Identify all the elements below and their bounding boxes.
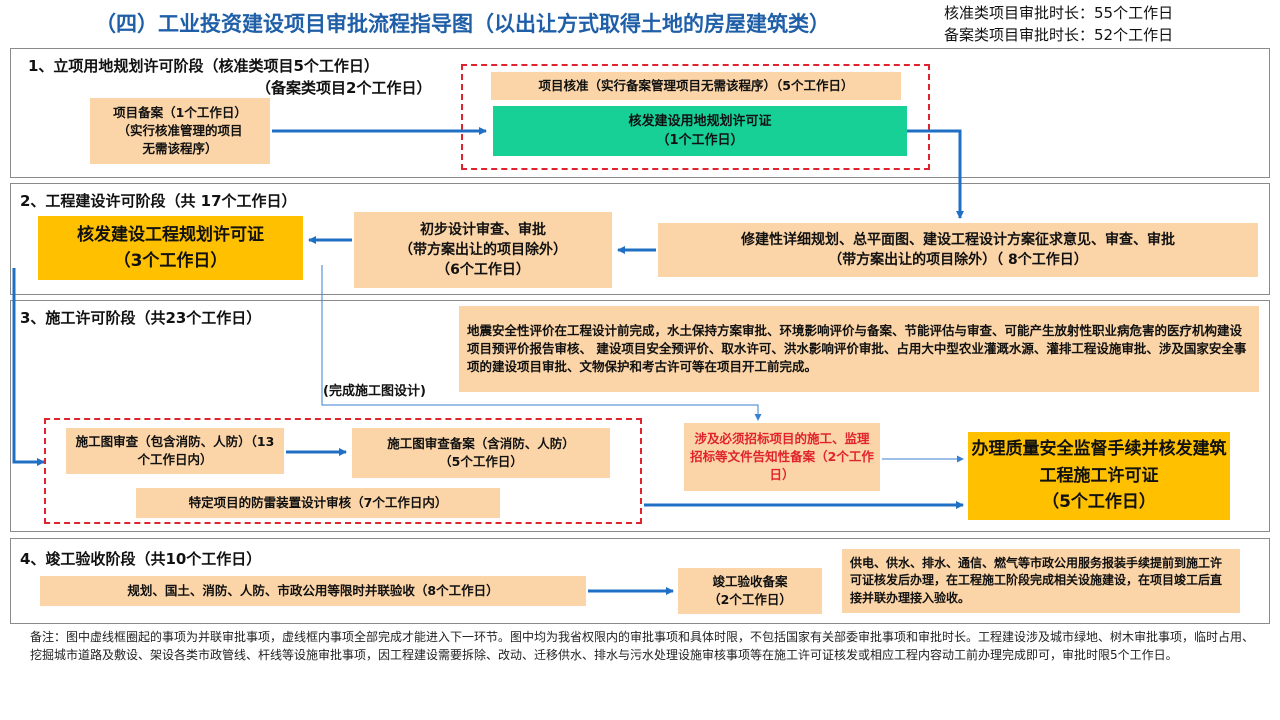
stage2-label: 2、工程建设许可阶段（共 17个工作日） [20,192,297,210]
project-filing-box: 项目备案（1个工作日） （实行核准管理的项目 无需该程序） [90,98,270,164]
drawing-review-filing-box: 施工图审查备案（含消防、人防） （5个工作日） [352,428,610,478]
bidding-filing-box: 涉及必须招标项目的施工、监理招标等文件告知性备案（2个工作日） [684,423,880,491]
drawing-review-box: 施工图审查（包含消防、人防）（13个工作日内） [66,428,284,474]
footnote: 备注：图中虚线框圈起的事项为并联审批事项，虚线框内事项全部完成才能进入下一环节。… [30,630,1255,662]
page-title: （四）工业投资建设项目审批流程指导图（以出让方式取得土地的房屋建筑类） [95,12,830,36]
arrow-land-permit-to-detailed-plan [907,129,964,219]
project-approval-box: 项目核准（实行备案管理项目无需该程序）（5个工作日） [491,72,901,100]
parallel-assessments-box: 地震安全性评价在工程设计前完成，水土保持方案审批、环境影响评价与备案、节能评估与… [459,306,1259,392]
utilities-connection-box: 供电、供水、排水、通信、燃气等市政公用服务报装手续提前到施工许可证核发后办理，在… [842,549,1240,613]
stage3-label: 3、施工许可阶段（共23个工作日） [20,309,262,327]
stage1-label: 1、立项用地规划许可阶段（核准类项目5个工作日） [28,57,379,75]
filing-duration: 备案类项目审批时长：52个工作日 [944,26,1174,44]
stage1-parallel-group [461,64,930,170]
planning-permit-box: 核发建设工程规划许可证 （3个工作日） [38,216,303,280]
arrow-planning-permit-to-drawing-review [12,268,45,466]
joint-acceptance-box: 规划、国土、消防、人防、市政公用等限时并联验收（8个工作日） [40,576,586,606]
drawing-design-label: (完成施工图设计) [323,384,426,399]
stage1-sublabel: （备案类项目2个工作日） [256,79,432,97]
land-planning-permit-box: 核发建设用地规划许可证 （1个工作日） [493,106,907,156]
approval-duration: 核准类项目审批时长：55个工作日 [944,4,1174,22]
construction-permit-box: 办理质量安全监督手续并核发建筑工程施工许可证 （5个工作日） [968,432,1230,520]
stage3-parallel-group [44,418,642,524]
completion-filing-box: 竣工验收备案 （2个工作日） [678,568,822,614]
detailed-planning-box: 修建性详细规划、总平面图、建设工程设计方案征求意见、审查、审批 （带方案出让的项… [658,223,1258,277]
preliminary-design-box: 初步设计审查、审批 （带方案出让的项目除外） （6个工作日） [354,212,612,288]
stage4-label: 4、竣工验收阶段（共10个工作日） [20,550,262,568]
lightning-protection-box: 特定项目的防雷装置设计审核（7个工作日内） [136,488,500,518]
arrow-prelim-to-bidding [321,265,762,421]
